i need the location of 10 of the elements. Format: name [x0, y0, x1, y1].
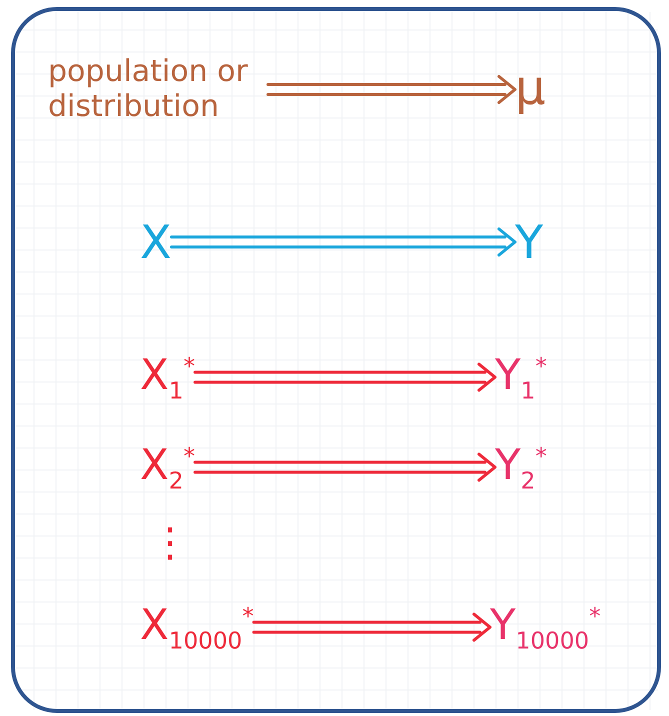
double-arrow — [194, 362, 496, 392]
variable-symbol: μ — [515, 60, 546, 116]
double-arrow — [194, 452, 496, 482]
variable-symbol: X — [140, 215, 172, 269]
ellipsis-dots: ⋮ — [150, 520, 190, 566]
double-arrow — [252, 612, 492, 642]
double-arrow — [170, 228, 516, 256]
variable-symbol: Y — [515, 215, 544, 269]
double-arrow — [266, 75, 516, 104]
node-text: population or distribution — [48, 55, 249, 124]
